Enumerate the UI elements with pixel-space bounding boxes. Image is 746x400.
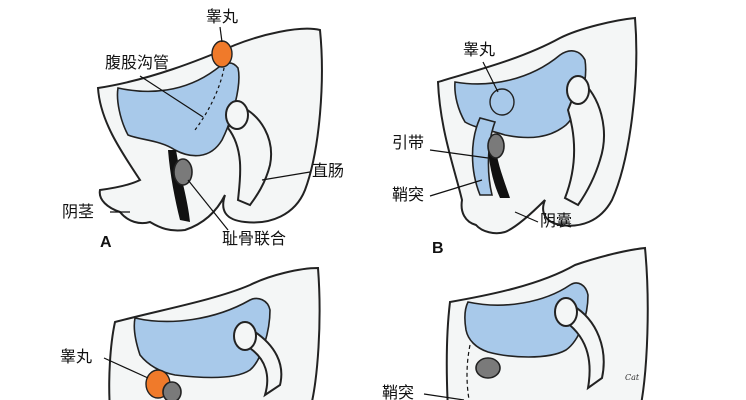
- panel-c: 睾丸: [60, 266, 321, 400]
- panel-c-leader-testis: [103, 357, 149, 379]
- panel-a-label-inguinal-canal: 腹股沟管: [105, 53, 169, 72]
- panel-a-leader-testis: [219, 26, 223, 43]
- panel-d-artist-signature: Cat: [625, 373, 640, 382]
- panel-d-vaginal-outline: [466, 344, 471, 400]
- panel-b-peritoneal-cavity: [454, 50, 587, 139]
- panel-a: 睾丸 腹股沟管 直肠 阴茎 耻骨联合 A: [62, 7, 344, 251]
- panel-a-testis: [211, 40, 233, 68]
- panel-c-rectum-opening: [233, 321, 257, 351]
- panel-a-label-penis: 阴茎: [62, 202, 94, 221]
- panel-b-label-vaginal-process: 鞘突: [392, 185, 424, 204]
- panel-a-label-testis: 睾丸: [206, 7, 238, 26]
- panel-c-label-testis: 睾丸: [60, 347, 92, 366]
- panel-b-pubic-bone: [487, 133, 505, 159]
- panel-d: 鞘突 Cat: [382, 246, 649, 400]
- panel-a-rectum-shape: [226, 103, 273, 207]
- panel-b-leader-testis: [482, 61, 499, 93]
- panel-b-testis: [489, 88, 515, 116]
- panel-b-label-scrotum: 阴囊: [540, 211, 572, 230]
- panel-d-rectum-shape: [564, 303, 605, 391]
- panel-a-letter: A: [100, 234, 112, 251]
- panel-b-leader-gubernaculum: [429, 149, 489, 159]
- panel-c-peritoneal-cavity: [133, 297, 271, 379]
- panel-d-pubic-bone: [475, 357, 501, 379]
- panel-a-label-rectum: 直肠: [312, 161, 344, 180]
- panel-a-pubic-bone: [173, 158, 193, 186]
- panel-b-label-gubernaculum: 引带: [392, 133, 424, 152]
- panel-b: 睾丸 引带 鞘突 阴囊 B: [392, 16, 638, 257]
- panel-b-rectum-shape: [563, 78, 605, 207]
- panel-a-inguinal-canal-shape: [194, 61, 226, 131]
- panel-d-leader-vaginal-cavity: [423, 393, 465, 400]
- panel-b-label-testis: 睾丸: [463, 40, 495, 59]
- panel-d-rectum-opening: [554, 297, 578, 327]
- panel-a-pubic-bar: [168, 150, 190, 222]
- panel-b-gubernaculum: [488, 150, 510, 198]
- panel-b-rectum-opening: [566, 75, 590, 105]
- panel-a-leader-rectum: [261, 171, 311, 181]
- panel-d-peritoneal-cavity: [464, 282, 589, 358]
- panel-b-letter: B: [432, 240, 444, 257]
- panel-a-leader-pubic-symphysis: [187, 179, 229, 231]
- panel-a-peritoneal-cavity: [116, 62, 240, 157]
- panel-d-label-vaginal-cavity: 鞘突: [382, 383, 414, 400]
- panel-a-rectum-opening: [225, 100, 249, 130]
- panel-b-leader-vaginal-process: [429, 179, 483, 197]
- panel-a-leader-inguinal-canal: [139, 75, 204, 118]
- panel-c-pubic-bone: [162, 381, 182, 400]
- panel-a-label-pubic-symphysis: 耻骨联合: [222, 229, 286, 248]
- panel-c-rectum-shape: [243, 328, 283, 398]
- panel-b-leader-scrotum: [514, 211, 539, 223]
